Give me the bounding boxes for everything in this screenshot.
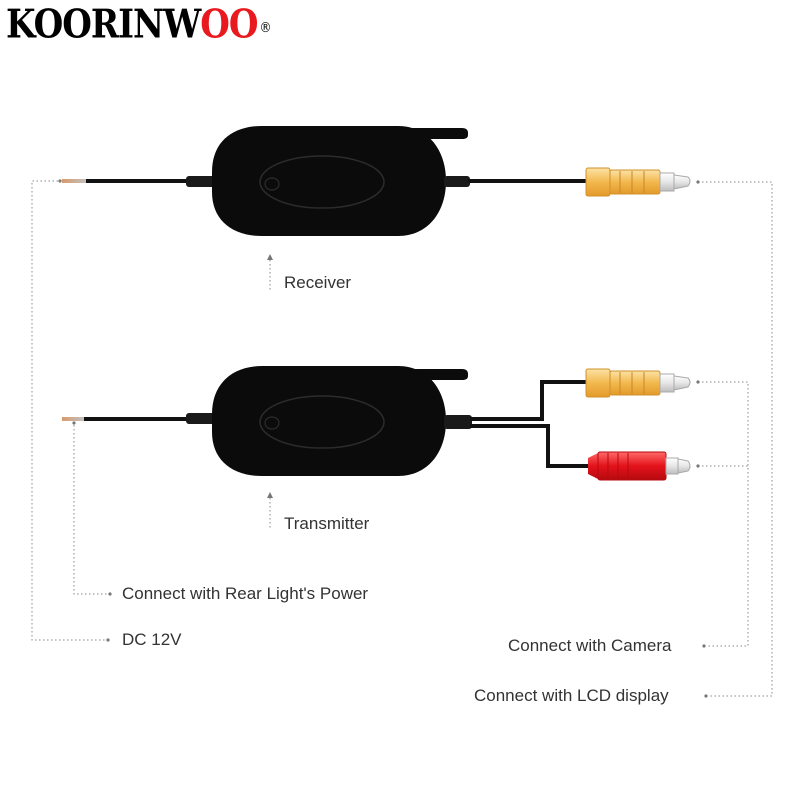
leader-dc xyxy=(31,180,106,641)
leader-lcd xyxy=(698,181,773,697)
receiver-power-wire-tip xyxy=(62,179,86,183)
brand-logo: KOORINWOO® xyxy=(6,2,272,48)
receiver-module xyxy=(62,126,691,236)
camera-label: Connect with Camera xyxy=(508,636,672,655)
receiver-yellow-rca-plug xyxy=(585,167,691,197)
receiver-body xyxy=(212,126,446,236)
transmitter-led xyxy=(264,416,280,430)
dc-12v-label: DC 12V xyxy=(122,630,182,649)
transmitter-body xyxy=(212,366,446,476)
leader-rear-light xyxy=(73,425,108,595)
transmitter-label: Transmitter xyxy=(284,514,370,533)
lcd-display-label: Connect with LCD display xyxy=(474,686,669,705)
transmitter-panel-outline xyxy=(259,395,385,449)
rear-light-power-label: Connect with Rear Light's Power xyxy=(122,584,369,603)
transmitter-module xyxy=(62,366,691,481)
receiver-panel-outline xyxy=(259,155,385,209)
registered-mark: ® xyxy=(259,19,272,36)
transmitter-power-out-cable xyxy=(470,424,590,468)
receiver-label: Receiver xyxy=(284,273,352,292)
transmitter-red-dc-plug xyxy=(588,451,691,481)
transmitter-video-cable xyxy=(470,380,588,421)
leader-camera xyxy=(698,381,749,647)
transmitter-yellow-rca-plug xyxy=(585,368,691,398)
leader-lines xyxy=(31,180,773,697)
transmitter-strain-relief-right xyxy=(444,415,472,429)
receiver-strain-relief-right xyxy=(444,176,470,187)
receiver-led xyxy=(264,177,280,191)
leader-endpoints xyxy=(58,179,708,698)
transmitter-strain-relief-left xyxy=(186,413,216,424)
receiver-strain-relief-left xyxy=(186,176,216,187)
transmitter-power-wire-tip xyxy=(62,417,84,421)
